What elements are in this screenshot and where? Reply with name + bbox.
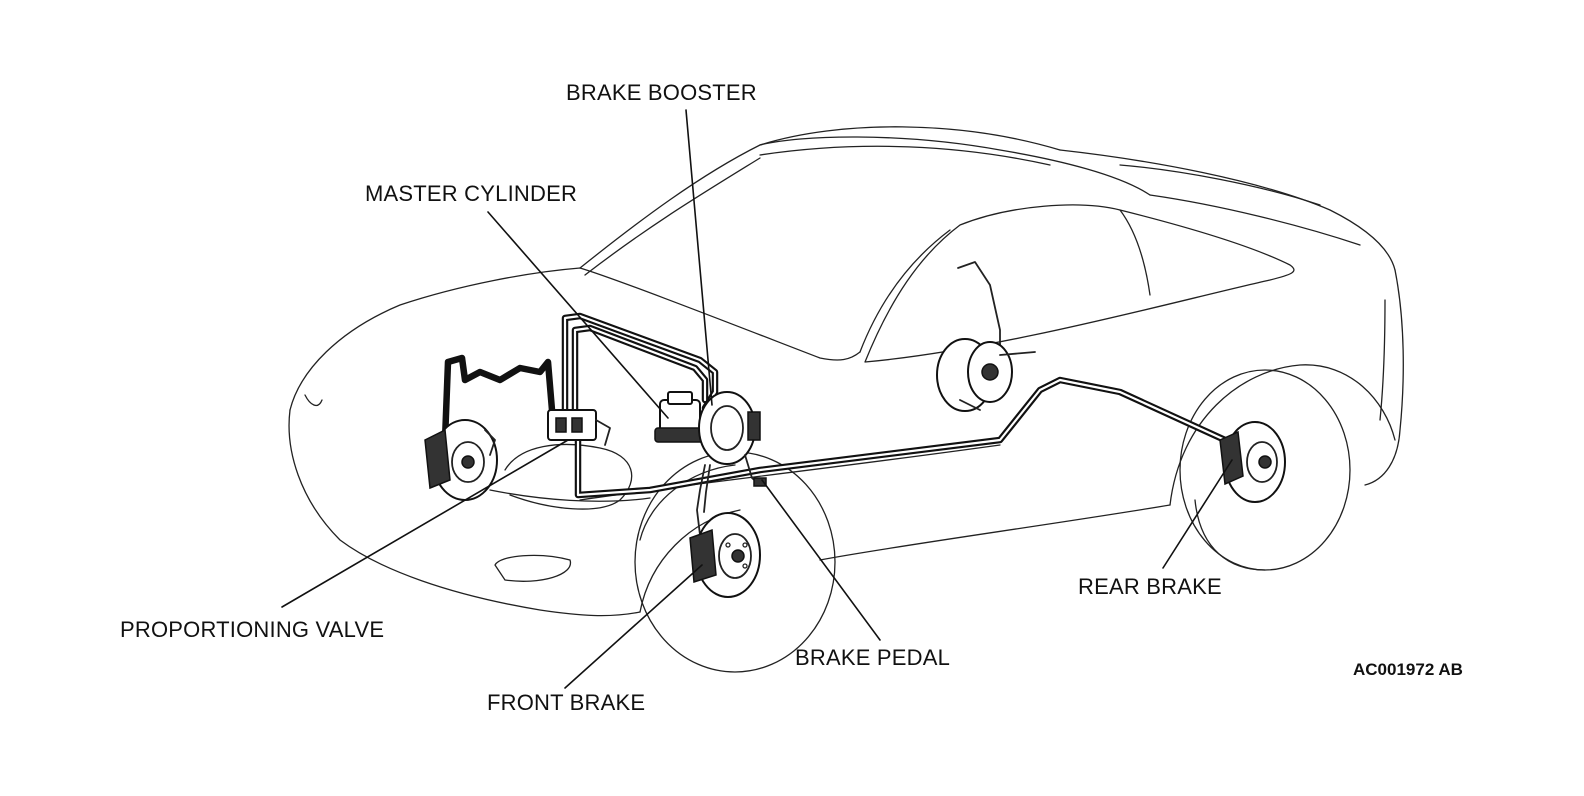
label-proportioning-valve: PROPORTIONING VALVE [120, 617, 385, 642]
leader-master-cylinder [487, 211, 669, 419]
leader-front-brake [564, 564, 703, 689]
label-brake-pedal: BRAKE PEDAL [795, 645, 951, 670]
brake-pedal-part [744, 454, 767, 487]
front-left-outline [504, 443, 633, 510]
leader-brake-booster [685, 109, 713, 406]
label-front-brake: FRONT BRAKE [487, 690, 646, 715]
label-brake-booster: BRAKE BOOSTER [566, 80, 757, 105]
proportioning-valve-part [547, 409, 611, 446]
figure-code: AC001972 AB [1353, 660, 1463, 679]
label-rear-brake: REAR BRAKE [1078, 574, 1222, 599]
leader-rear-brake [1162, 459, 1233, 569]
rear-left-brake-part [936, 261, 1036, 412]
rear-right-tire [1179, 369, 1351, 571]
leader-lines [281, 109, 1233, 689]
leader-brake-pedal [761, 479, 881, 641]
brake-booster-part [698, 391, 761, 465]
brake-lines [441, 312, 1229, 536]
car-body-outline [288, 126, 1404, 617]
label-master-cylinder: MASTER CYLINDER [365, 181, 578, 206]
rear-brake-part [1219, 421, 1286, 503]
leader-proportioning-valve [281, 439, 569, 608]
